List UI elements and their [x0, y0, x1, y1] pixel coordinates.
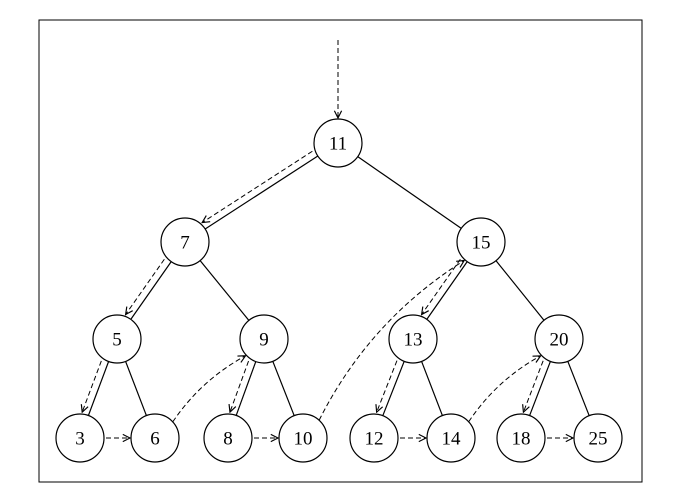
node-label: 13	[404, 330, 423, 351]
traversal-arrows	[82, 40, 573, 438]
traversal-arrow-n14-n20	[468, 356, 541, 423]
tree-edges	[87, 155, 590, 416]
traversal-arrow-n6-n9	[172, 356, 246, 423]
tree-node-20: 20	[534, 314, 584, 364]
tree-node-5: 5	[92, 314, 142, 364]
tree-node-14: 14	[426, 413, 476, 463]
tree-node-13: 13	[388, 314, 438, 364]
edge-n15-n13	[426, 261, 468, 320]
tree-node-10: 10	[278, 413, 328, 463]
node-label: 12	[365, 429, 384, 450]
node-label: 11	[329, 134, 347, 155]
tree-node-18: 18	[496, 413, 546, 463]
traversal-arrow-n9-n8	[230, 360, 250, 412]
node-label: 6	[150, 429, 160, 450]
edge-n11-n7	[204, 155, 319, 230]
edge-n7-n9	[199, 260, 250, 321]
tree-node-15: 15	[456, 217, 506, 267]
traversal-arrow-n5-n3	[82, 360, 102, 412]
node-label: 5	[112, 330, 122, 351]
traversal-arrow-n10-n15	[318, 261, 464, 421]
traversal-arrow-n7-n5	[126, 258, 165, 314]
tree-node-7: 7	[160, 217, 210, 267]
node-label: 3	[75, 429, 85, 450]
traversal-arrow-n11-n7	[202, 150, 313, 222]
node-label: 15	[472, 233, 491, 254]
tree-nodes: 11 7 15 5 9 13 20 3 6 8 10 12 14 18 25	[55, 118, 623, 463]
edge-n7-n5	[130, 261, 172, 320]
edge-n9-n10	[272, 361, 295, 416]
traversal-arrow-n15-n13	[422, 258, 461, 314]
edge-n20-n18	[529, 361, 551, 416]
tree-node-25: 25	[573, 413, 623, 463]
traversal-arrow-n20-n18	[523, 360, 544, 412]
tree-node-6: 6	[130, 413, 180, 463]
traversal-arrow-n13-n12	[377, 360, 398, 413]
tree-node-12: 12	[349, 413, 399, 463]
tree-node-8: 8	[203, 413, 253, 463]
node-label: 14	[442, 429, 462, 450]
node-label: 25	[589, 429, 608, 450]
tree-node-3: 3	[55, 413, 105, 463]
node-label: 8	[223, 429, 233, 450]
edge-n9-n8	[235, 361, 257, 416]
edge-n20-n25	[567, 361, 590, 416]
diagram-frame	[38, 19, 643, 483]
node-label: 7	[180, 233, 190, 254]
tree-node-9: 9	[239, 314, 289, 364]
tree-node-11: 11	[313, 118, 363, 168]
edge-n13-n12	[382, 361, 405, 416]
node-label: 9	[259, 330, 269, 351]
node-label: 10	[294, 429, 313, 450]
node-label: 18	[512, 429, 531, 450]
edge-n15-n20	[495, 260, 545, 321]
edge-n11-n15	[357, 156, 462, 229]
edge-n5-n3	[87, 361, 110, 416]
node-label: 20	[550, 330, 569, 351]
edge-n5-n6	[125, 361, 147, 416]
edge-n13-n14	[421, 361, 443, 416]
